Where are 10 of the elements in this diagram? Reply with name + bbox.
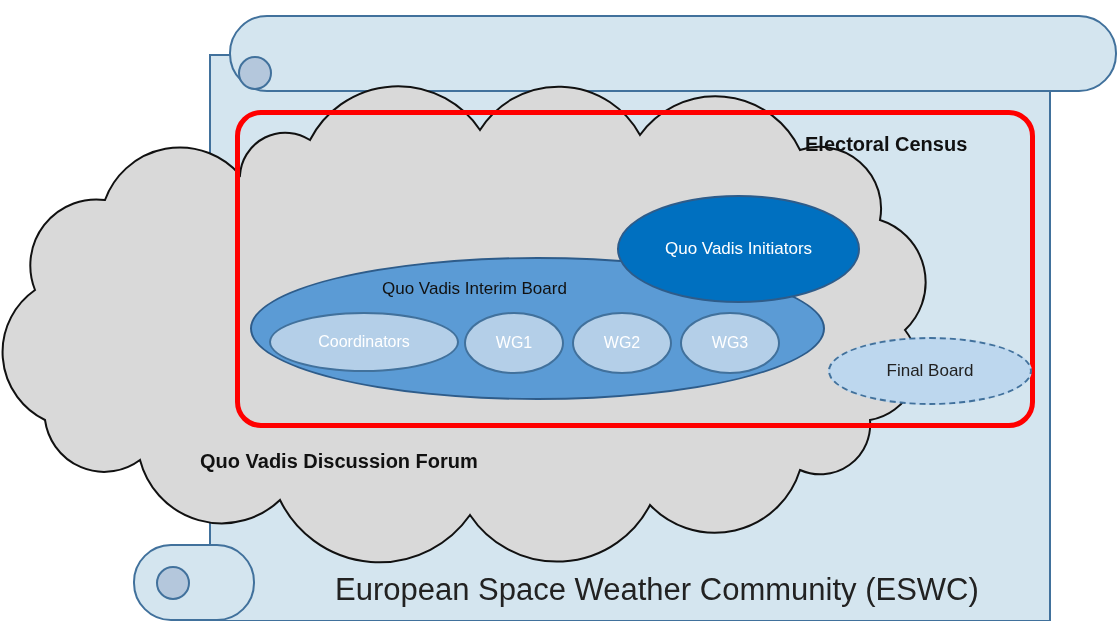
group-label: Quo Vadis Initiators (663, 238, 814, 261)
group-label: WG2 (603, 333, 641, 353)
group-label: Coordinators (318, 332, 410, 352)
group-label: European Space Weather Community (ESWC) (335, 572, 979, 608)
group-label: Quo Vadis Discussion Forum (200, 450, 478, 473)
group-label: WG3 (711, 333, 749, 353)
group-label: WG1 (495, 333, 533, 353)
group-label: Electoral Census (805, 133, 968, 156)
group-label: Final Board (886, 360, 974, 383)
group-label: Quo Vadis Interim Board (382, 279, 567, 299)
